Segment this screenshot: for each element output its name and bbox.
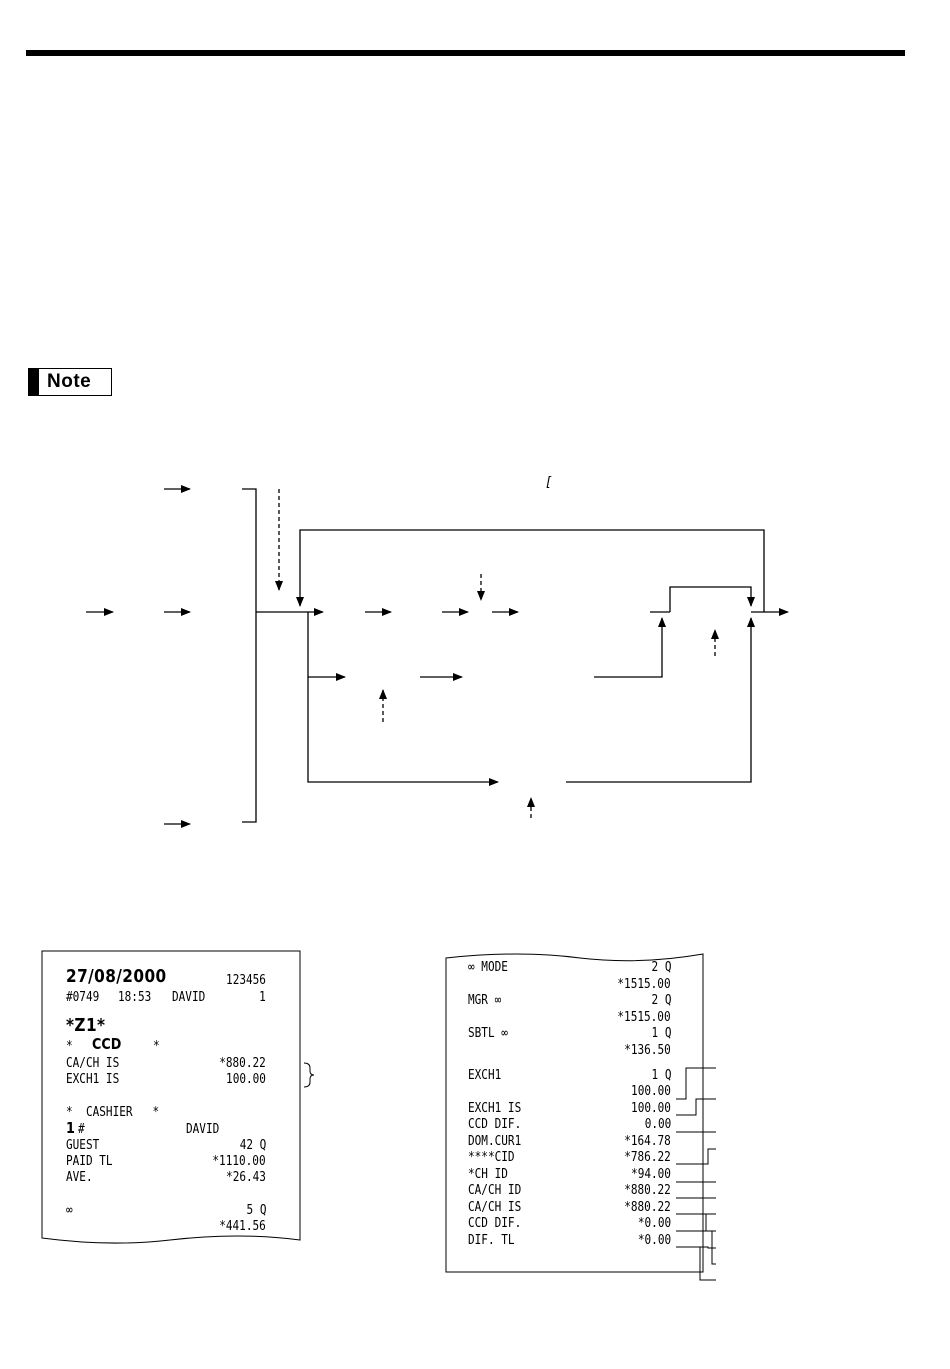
receipt-row-label: GUEST (66, 1138, 100, 1153)
receipt-right-row-label: EXCH1 IS (468, 1101, 522, 1116)
receipt-footer-total: *441.56 (219, 1219, 266, 1234)
receipt-right-row-label: MGR ∞ (468, 993, 502, 1008)
receipt-date: 27/08/2000 (66, 966, 167, 987)
receipt-time: 18:53 (118, 990, 152, 1005)
receipt-right-row-label: CCD DIF. (468, 1216, 522, 1231)
receipt-right-row-label: DOM.CUR1 (468, 1134, 522, 1149)
receipt-row-value: *880.22 (219, 1056, 266, 1071)
receipt-row-label: CA/CH IS (66, 1056, 120, 1071)
receipt-footer-symbol: ∞ (66, 1203, 73, 1218)
receipt-right-row-value: *880.22 (624, 1183, 671, 1198)
receipt-right-row-value: 100.00 (631, 1101, 671, 1116)
receipt-right-row-value: *94.00 (631, 1167, 671, 1182)
receipt-right-row-label: ∞ MODE (468, 960, 508, 975)
receipt-cashier-code-name: DAVID (186, 1122, 220, 1137)
receipt-consec-no: #0749 (66, 990, 100, 1005)
flow-top-loop (296, 529, 765, 612)
receipt-title-prefix: * (66, 1039, 73, 1054)
receipt-cashier-code: 1 (66, 1119, 75, 1137)
note-badge-bar (29, 369, 39, 395)
receipt-callout-lines (676, 1067, 716, 1281)
receipt-cashier-hash: # (78, 1122, 85, 1137)
receipt-right-row-label: CA/CH ID (468, 1183, 522, 1198)
receipt-right-row-value: 2 Q (651, 960, 671, 975)
receipt-right-row-value: *786.22 (624, 1150, 671, 1165)
receipt-right-row-value: *1515.00 (617, 977, 671, 992)
receipt-row-label: AVE. (66, 1170, 93, 1185)
receipt-title: CCD (92, 1035, 122, 1053)
receipt-right-row-value: *0.00 (637, 1216, 671, 1231)
receipt-row-value: *26.43 (226, 1170, 266, 1185)
receipt-right-row-label: SBTL ∞ (468, 1026, 508, 1041)
header-rule (26, 50, 905, 56)
receipt-row-value: 42 Q (239, 1138, 266, 1153)
receipt-footer-count: 5 Q (246, 1203, 266, 1218)
note-badge: Note (28, 368, 112, 396)
receipt-right-row-value: *880.22 (624, 1200, 671, 1215)
receipt-right-row-value: 2 Q (651, 993, 671, 1008)
receipt-right-row-value: *164.78 (624, 1134, 671, 1149)
flow-bracket-mark: [ (546, 475, 552, 490)
flow-bracket (242, 488, 257, 823)
receipt-right-row-label: CCD DIF. (468, 1117, 522, 1132)
receipt-register-no: 1 (259, 990, 266, 1005)
receipt-right-row-value: 1 Q (651, 1068, 671, 1083)
receipt-right-row-label: DIF. TL (468, 1233, 515, 1248)
receipt-row-label: PAID TL (66, 1154, 113, 1169)
receipt-right-row-label: CA/CH IS (468, 1200, 522, 1215)
receipt-right-row-value: *1515.00 (617, 1010, 671, 1025)
receipt-cashier-header: * CASHIER * (66, 1105, 160, 1120)
receipt-right-row-label: *CH ID (468, 1167, 508, 1182)
receipt-report-type: *Z1* (66, 1015, 106, 1036)
receipt-right-row-value: *0.00 (637, 1233, 671, 1248)
flow-chart: [ (86, 475, 789, 828)
receipt-row-value: 100.00 (226, 1072, 266, 1087)
receipt-right-row-value: 1 Q (651, 1026, 671, 1041)
receipt-right-row-label: ****CID (468, 1150, 515, 1165)
receipt-right-row-value: *136.50 (624, 1043, 671, 1058)
receipt-cashier: DAVID (172, 990, 206, 1005)
receipt-machine-no: 123456 (226, 973, 266, 988)
receipt-right-row-value: 100.00 (631, 1084, 671, 1099)
receipt-row-label: EXCH1 IS (66, 1072, 120, 1087)
receipt-row-value: *1110.00 (212, 1154, 266, 1169)
note-label: Note (47, 371, 92, 392)
receipt-right-row-label: EXCH1 (468, 1068, 502, 1083)
receipt-right-row-value: 0.00 (644, 1117, 671, 1132)
receipt-title-suffix: * (153, 1039, 160, 1054)
